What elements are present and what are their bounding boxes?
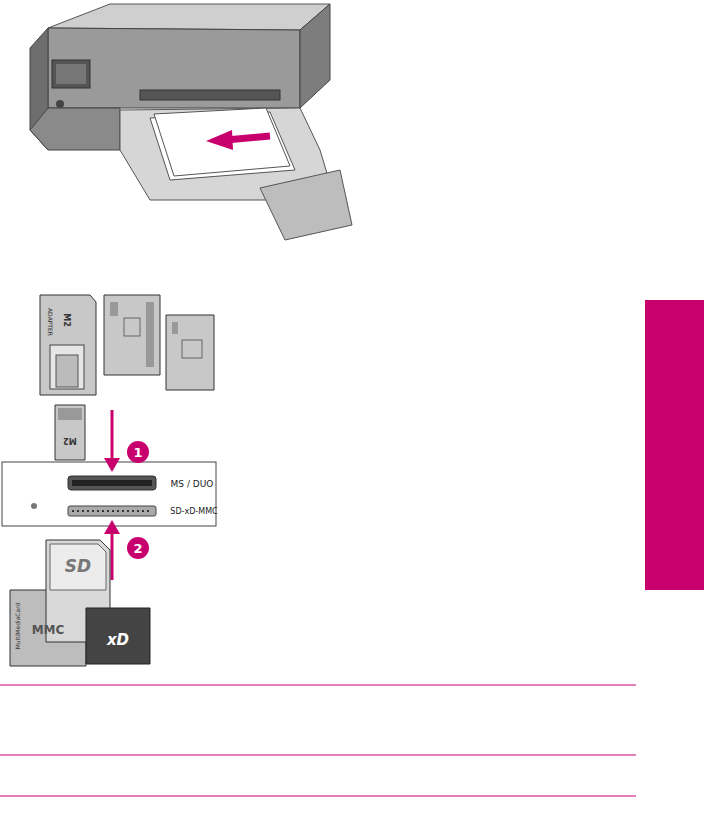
callout-number: 1 [133, 446, 142, 459]
insert-arrows [104, 410, 149, 580]
card-label: MultiMediaCard [15, 603, 21, 650]
card-logo: SD [65, 558, 91, 575]
slot-label: MS / DUO [171, 480, 214, 489]
sd-xd-mmc-cards [10, 540, 150, 666]
card-label: M2 [62, 313, 70, 327]
printer-illustration [30, 4, 352, 240]
slot-label: SD-xD-MMC [170, 508, 217, 516]
section-tab [645, 300, 704, 590]
callout-number: 2 [133, 542, 142, 555]
card-label: M2 [63, 436, 77, 444]
card-logo: xD [107, 633, 129, 648]
table-rules [0, 685, 636, 796]
memory-stick-cards [40, 295, 214, 460]
card-logo: MMC [32, 624, 65, 636]
card-label: ADAPTER [47, 308, 53, 336]
card-reader-panel [2, 462, 216, 526]
